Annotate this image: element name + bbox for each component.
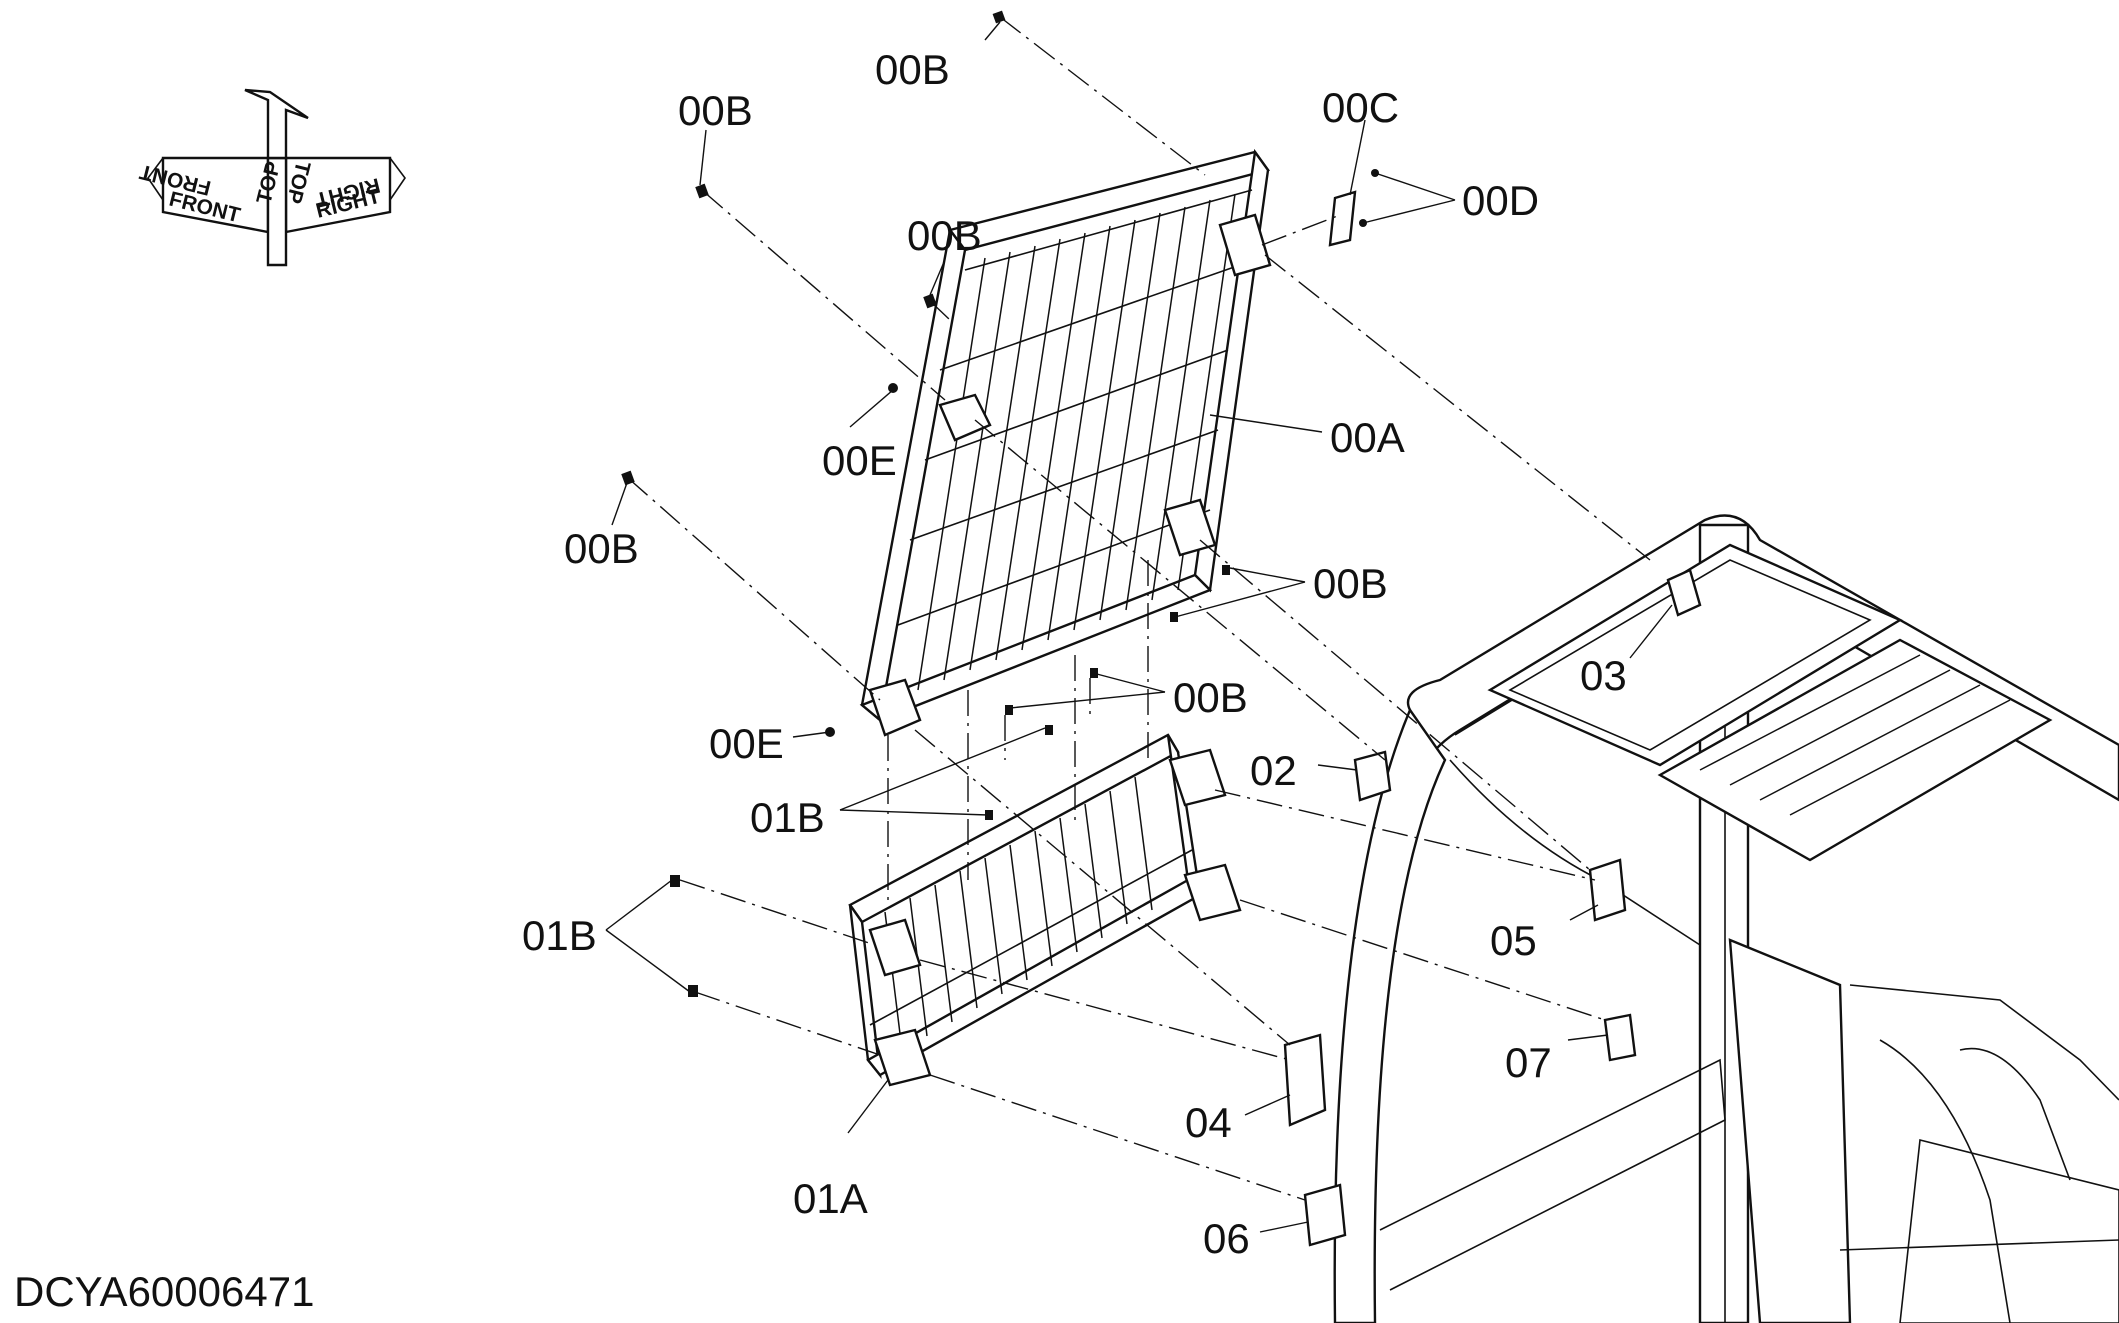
cab-frame — [1333, 514, 2119, 1323]
callout-00C: 00C — [1322, 84, 1399, 131]
callout-05: 05 — [1490, 917, 1537, 964]
callout-01B-left: 01B — [522, 912, 597, 959]
callout-03: 03 — [1580, 652, 1627, 699]
callout-00D: 00D — [1462, 177, 1539, 224]
pad-02 — [1353, 750, 1392, 802]
callout-01A: 01A — [793, 1175, 868, 1222]
callout-00B-top: 00B — [875, 46, 950, 93]
callout-01B-center: 01B — [750, 794, 825, 841]
pad-04 — [1283, 1033, 1327, 1127]
drawing-number: DCYA60006471 — [14, 1268, 314, 1315]
callout-04: 04 — [1185, 1099, 1232, 1146]
pad-06 — [1303, 1183, 1347, 1247]
callout-labels: 00B 00B 00B 00C 00D 00A 00E 00B 00B 00B … — [522, 46, 1627, 1262]
callout-07: 07 — [1505, 1039, 1552, 1086]
fasteners — [621, 10, 1379, 997]
callout-00B-right: 00B — [1313, 560, 1388, 607]
callout-00B-mid: 00B — [907, 212, 982, 259]
callout-00E-upper: 00E — [822, 437, 897, 484]
callout-00A: 00A — [1330, 414, 1405, 461]
callout-06: 06 — [1203, 1215, 1250, 1262]
pad-07 — [1603, 1013, 1637, 1062]
upper-guard-00A — [859, 148, 1272, 737]
cushion-pads — [1283, 568, 1702, 1247]
assembly-lines — [627, 16, 1651, 1201]
leader-lines — [605, 21, 1673, 1233]
pad-05 — [1588, 858, 1627, 922]
orientation-cube-icon: FRONT FRONT TOP TOP RIGHT RIGHT — [137, 88, 406, 267]
pad-03 — [1666, 568, 1702, 617]
callout-00B-left-upper: 00B — [678, 87, 753, 134]
callout-00B-left-lower: 00B — [564, 525, 639, 572]
callout-02: 02 — [1250, 747, 1297, 794]
callout-00B-center: 00B — [1173, 674, 1248, 721]
callout-00E-lower: 00E — [709, 720, 784, 767]
lower-guard-01A — [848, 733, 1242, 1087]
